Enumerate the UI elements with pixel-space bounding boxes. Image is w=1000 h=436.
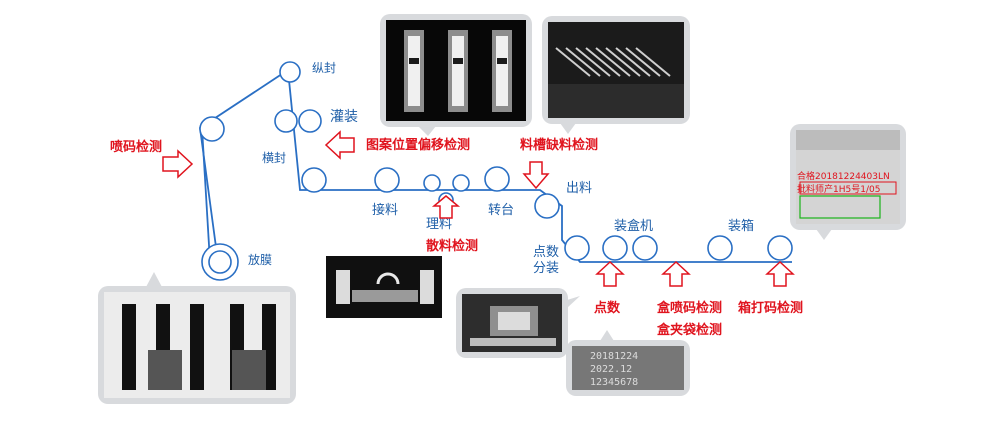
check-count: 点数 xyxy=(594,300,621,316)
arrow-inkjet-icon xyxy=(162,149,194,179)
check-trough-missing: 料槽缺料检测 xyxy=(520,137,598,153)
arrow-pattern-offset-icon xyxy=(324,130,355,160)
stage-arrange: 理料 xyxy=(426,217,452,232)
roller-left-guide xyxy=(199,116,225,142)
arrow-box-inkjet-icon xyxy=(661,260,691,287)
film-path-left xyxy=(201,127,211,263)
stage-receive: 接料 xyxy=(372,202,398,218)
stage-boxing-machine: 装盒机 xyxy=(614,218,653,234)
roller-fill-right xyxy=(298,109,322,133)
check-scattered: 散料检测 xyxy=(426,238,478,254)
stage-case-packing: 装箱 xyxy=(728,218,754,234)
callout-pattern-image xyxy=(380,14,532,136)
roller-receive xyxy=(374,167,400,193)
callout-inkjet-image xyxy=(98,272,296,404)
roller-arrange-1 xyxy=(423,174,441,192)
stage-count-pack-2: 分装 xyxy=(533,261,559,276)
check-inkjet-code: 喷码检测 xyxy=(110,139,162,155)
stage-filling: 灌装 xyxy=(330,109,358,125)
stage-discharge: 出料 xyxy=(566,181,592,196)
ocr-line1: 20181224 xyxy=(590,351,638,362)
inspection-arrows xyxy=(162,130,795,287)
check-box-clip-bag: 盒夹袋检测 xyxy=(657,322,722,338)
case-label-line1: 合格20181224403LN xyxy=(797,170,890,182)
roller-case-2 xyxy=(767,235,793,261)
stage-turntable: 转台 xyxy=(488,203,514,218)
roller-box-2 xyxy=(632,235,658,261)
inspection-labels: 喷码检测 图案位置偏移检测 料槽缺料检测 散料检测 点数 盒喷码检测 盒夹袋检测… xyxy=(110,137,803,338)
check-pattern-offset: 图案位置偏移检测 xyxy=(366,137,470,153)
rollers xyxy=(199,61,793,281)
roller-seal-top xyxy=(279,61,301,83)
arrow-case-code-icon xyxy=(765,260,795,287)
callout-box-image xyxy=(456,288,580,358)
stage-labels: 纵封 灌装 横封 放膜 接料 理料 转台 出料 点数 分装 装盒机 装箱 xyxy=(248,61,754,276)
roller-unwind-inner xyxy=(208,250,232,274)
roller-count xyxy=(564,235,590,261)
callout-ocr-image: 20181224 2022.12 12345678 xyxy=(566,330,690,396)
check-box-inkjet: 盒喷码检测 xyxy=(657,300,722,316)
case-label-line2: 批料师产1H5号1/05 xyxy=(797,183,880,195)
roller-transverse xyxy=(301,167,327,193)
roller-case-1 xyxy=(707,235,733,261)
stage-count-pack-1: 点数 xyxy=(533,245,559,260)
arrow-count-icon xyxy=(595,260,625,287)
callout-trough-image xyxy=(542,16,690,134)
check-case-code: 箱打码检测 xyxy=(738,300,803,316)
roller-fill-left xyxy=(274,109,298,133)
callout-case-label-image: 合格20181224403LN 批料师产1H5号1/05 xyxy=(790,124,906,240)
roller-box-1 xyxy=(602,235,628,261)
roller-discharge xyxy=(534,193,560,219)
stage-unwind-film: 放膜 xyxy=(248,252,272,267)
stage-seal-transverse: 横封 xyxy=(262,151,286,165)
roller-turntable xyxy=(484,166,510,192)
roller-arrange-2 xyxy=(452,174,470,192)
ocr-line2: 2022.12 xyxy=(590,364,632,375)
arrow-scattered-icon xyxy=(431,195,461,219)
ocr-line3: 12345678 xyxy=(590,377,638,388)
stage-seal-longitudinal: 纵封 xyxy=(312,61,336,75)
arrow-trough-missing-icon xyxy=(522,161,550,190)
callout-ejector-image xyxy=(326,256,442,318)
